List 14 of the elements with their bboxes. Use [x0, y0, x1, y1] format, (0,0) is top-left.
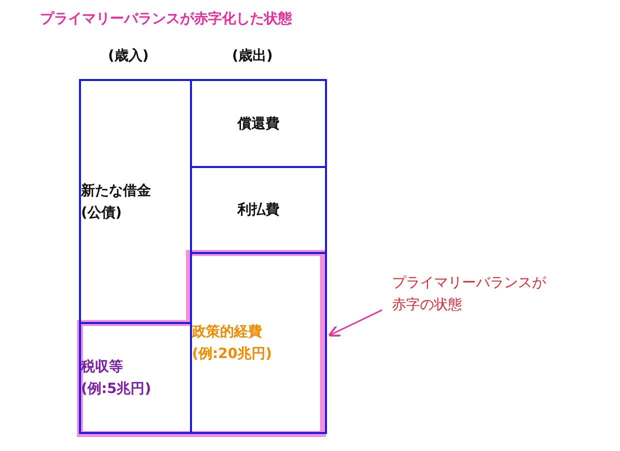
- column-heading: (歳出): [232, 47, 273, 65]
- box-label: 税収等 (例:5兆円): [81, 358, 152, 399]
- budget-box: [190, 79, 327, 168]
- box-label: 利払費: [238, 201, 280, 220]
- diagram-title: プライマリーバランスが赤字化した状態: [40, 10, 292, 28]
- box-label: 政策的経費 (例:20兆円): [192, 323, 273, 364]
- box-label: 償還費: [238, 114, 280, 134]
- budget-box: [79, 79, 192, 324]
- budget-box: [190, 252, 327, 434]
- arrow: [328, 309, 382, 337]
- annotation-text: プライマリーバランスが赤字の状態: [392, 274, 547, 315]
- column-heading: (歳入): [108, 47, 149, 65]
- box-label: 新たな借金 (公債): [81, 182, 152, 222]
- budget-box: [79, 322, 192, 434]
